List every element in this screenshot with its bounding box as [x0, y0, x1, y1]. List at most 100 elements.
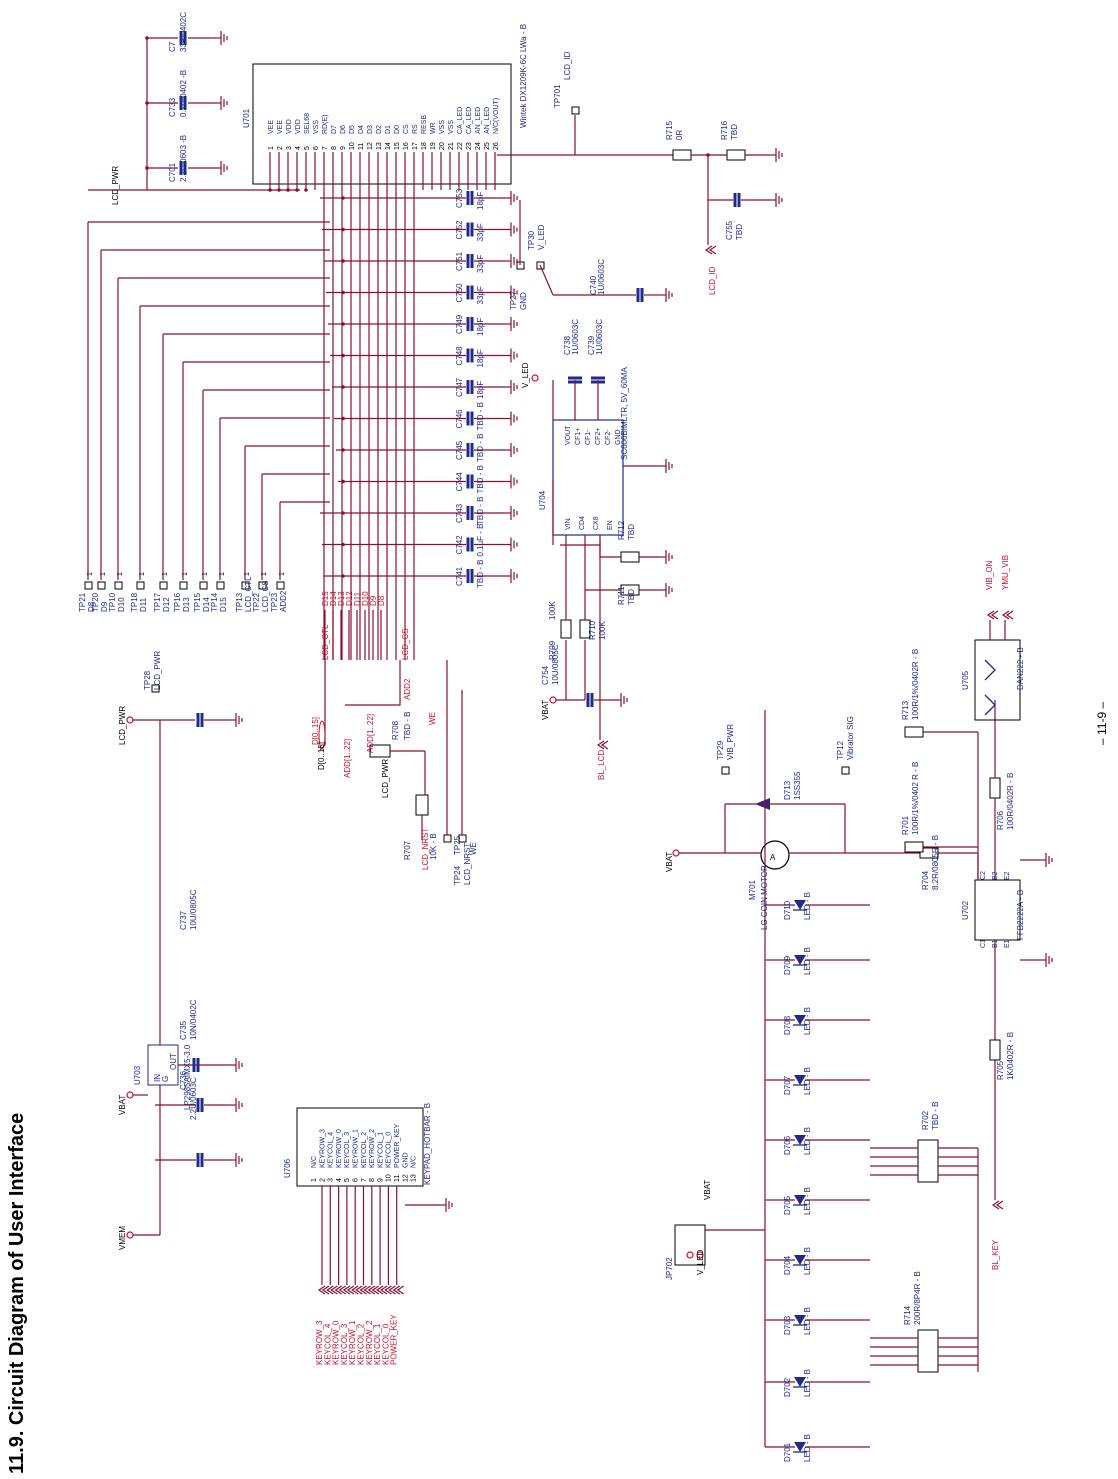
- c738-ref: C738: [563, 335, 572, 355]
- tp29-ref: TP29: [716, 740, 725, 760]
- cap-value: 2.2U/0603 -B: [179, 135, 188, 182]
- ymu-vib-net: YMU_VIB: [1001, 555, 1010, 590]
- led-ref: D702: [783, 1377, 792, 1397]
- net-port: [126, 1231, 134, 1239]
- reg-pin: G: [161, 1076, 170, 1082]
- bus-bit-label: D14: [329, 591, 338, 606]
- c739-ref: C739: [587, 335, 596, 355]
- r705-ref: R705: [996, 1060, 1005, 1080]
- tp-pin: 1: [182, 572, 189, 576]
- add-bus: [345, 660, 401, 706]
- r710-val: 100K: [598, 621, 607, 640]
- junction-dot: [341, 227, 345, 232]
- motor-glyph: A: [770, 853, 776, 862]
- filter-cap-ref: C745: [455, 440, 464, 460]
- resistor-body: [904, 841, 924, 853]
- led-val: LED - B: [803, 1187, 812, 1215]
- filter-cap-ref: C741: [455, 566, 464, 586]
- r716-val: TBD: [730, 124, 739, 140]
- keypad-pin-num: 8: [369, 1178, 376, 1182]
- junction-dot: [341, 511, 345, 515]
- r704-ref: R704: [921, 870, 930, 890]
- lcd-pin-name: RESB: [421, 115, 428, 134]
- reg-part: LP2985AIMX5-3.0: [183, 1044, 192, 1110]
- lcd-pin-name: VSS: [313, 120, 320, 134]
- cap-ref: C701: [168, 162, 177, 182]
- led-ref: D704: [783, 1255, 792, 1275]
- port-arrow-icon: [392, 1285, 401, 1295]
- resistor-body: [620, 551, 640, 563]
- tp-signal: D10: [117, 597, 126, 612]
- lcd-pin-number: 15: [394, 142, 401, 150]
- keypad-pin-num: 12: [402, 1174, 409, 1182]
- cap-value: 33P/0402C: [179, 12, 188, 52]
- tp-pin: 1: [279, 572, 286, 576]
- ic-pin-left: VIN: [565, 518, 572, 530]
- lcd-id-net: LCD_ID: [708, 266, 717, 295]
- led-icon: [794, 1135, 806, 1145]
- lcd-pin-number: 8: [331, 146, 338, 150]
- port-arrow-icon: [995, 1200, 1004, 1210]
- junction-dot: [341, 290, 345, 295]
- testpoint-pad: [97, 581, 106, 590]
- port-arrow-icon: [363, 1285, 371, 1295]
- junction-dot: [286, 188, 290, 192]
- keypad-net: KEYCOL_0: [381, 1323, 390, 1365]
- keypad-pin: N/C: [411, 1156, 418, 1168]
- tp-pin: 1: [244, 572, 251, 576]
- port-arrow-icon: [367, 1285, 376, 1295]
- keypad-pin: POWER_KEY: [394, 1123, 401, 1168]
- keypad-net: KEYCOL_4: [323, 1323, 332, 1365]
- port-arrow-icon: [376, 1285, 384, 1295]
- tp12-sig: Vibrator SIG: [846, 716, 855, 760]
- port-arrow-icon: [355, 1285, 363, 1295]
- keypad-ref: U706: [283, 1158, 292, 1178]
- tp-ref: TP15: [193, 592, 202, 612]
- tp-signal: LCD_CTL: [244, 576, 253, 612]
- lcd-pin-number: 16: [403, 142, 410, 150]
- filter-cap-value: 18pF: [476, 349, 485, 367]
- junction-dot: [706, 153, 710, 157]
- keypad-pin-num: 9: [377, 1178, 384, 1182]
- net-port: [531, 374, 539, 382]
- port-arrow-icon: [346, 1285, 355, 1295]
- lcd-pin-name: D0: [394, 125, 401, 134]
- tp-pin: 1: [87, 572, 94, 576]
- keypad-pin: KEYCOL_2: [361, 1132, 368, 1168]
- junction-dot: [341, 259, 345, 263]
- port-arrow-icon: [1005, 610, 1014, 620]
- port-arrow-icon: [600, 740, 609, 750]
- tp-signal: D12: [162, 597, 171, 612]
- port-arrow-icon: [342, 1285, 351, 1295]
- port-arrow-icon: [596, 740, 605, 750]
- c754-ref: C754: [541, 665, 550, 685]
- led-val: LED - B: [803, 1067, 812, 1095]
- addbus-label: ADD[1..22]: [366, 714, 375, 753]
- led-icon: [794, 1075, 806, 1085]
- jp702-body: [674, 1224, 706, 1266]
- lcd-pin-name: VDD: [295, 119, 302, 134]
- lcd-pin-number: 10: [349, 142, 356, 150]
- r708-val: TBD - B: [403, 712, 412, 740]
- r715-ref: R715: [665, 120, 674, 140]
- keypad-pin-num: 4: [336, 1178, 343, 1182]
- tp12-ref: TP12: [836, 740, 845, 760]
- cap-ref: C733: [168, 97, 177, 117]
- motor-ref: M701: [748, 879, 757, 900]
- v-led-label: V_LED: [521, 362, 530, 388]
- lcd-pin-name: VSS: [448, 120, 455, 134]
- tp25-sig: WE: [469, 842, 478, 855]
- tp27-sig: GND: [519, 292, 528, 310]
- led-val: LED - B: [803, 947, 812, 975]
- resistor-body: [415, 794, 429, 816]
- tp28-sig: LCD_PWR: [153, 651, 162, 690]
- port-arrow-icon: [1001, 610, 1010, 620]
- d713-val: 1SS355: [793, 771, 802, 800]
- testpoint-pad: [216, 581, 225, 590]
- r716-ref: R716: [720, 120, 729, 140]
- keypad-pin-num: 3: [328, 1178, 335, 1182]
- r711-ref: R711: [617, 586, 626, 605]
- lcd-pin-number: 17: [412, 142, 419, 150]
- filter-cap-ref: C743: [455, 503, 464, 523]
- lcd-pin-number: 2: [277, 146, 284, 150]
